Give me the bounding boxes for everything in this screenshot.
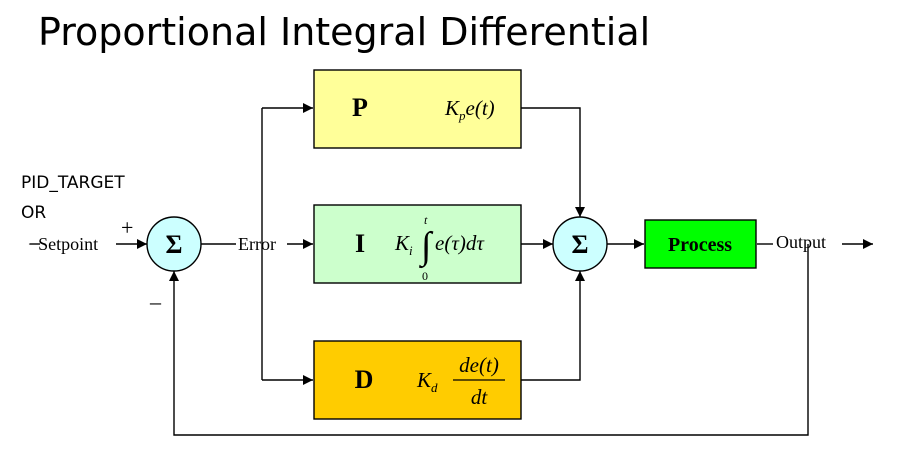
p-formula-sub: p (458, 108, 466, 123)
output-label: Output (776, 232, 826, 252)
integral-sign-glyph: ∫ (419, 225, 434, 269)
d-formula-numerator: de(t) (459, 353, 499, 377)
i-formula-k: Ki (394, 231, 413, 258)
p-formula-k: K (444, 96, 460, 120)
sum-junction-input (146, 216, 202, 272)
d-letter: D (355, 365, 374, 394)
feedback-arrow (169, 244, 809, 436)
plus-sign: + (121, 215, 133, 240)
p-formula-rest: e(t) (466, 96, 495, 120)
d-to-sum2-arrow (521, 271, 585, 381)
p-formula: Kpe(t) (444, 96, 495, 123)
process-block (644, 219, 757, 269)
d-formula-k: Kd (416, 368, 438, 395)
sum-output-symbol: Σ (572, 230, 589, 259)
i-block (313, 204, 522, 284)
integral-upper-limit: t (424, 213, 428, 227)
side-note-line-1: PID_TARGET (21, 173, 125, 193)
d-formula-k-letter: K (416, 368, 432, 392)
setpoint-label: −Setpoint (28, 234, 98, 254)
p-to-sum2-arrow (521, 107, 585, 217)
process-label: Process (668, 234, 732, 256)
d-formula-sub: d (431, 380, 438, 395)
i-formula-sub: i (409, 243, 413, 258)
side-note-line-2: OR (21, 203, 47, 223)
sum-input-symbol: Σ (166, 230, 183, 259)
setpoint-text: Setpoint (38, 234, 98, 254)
setpoint-dash: − (28, 234, 38, 254)
i-formula-rest: e(τ)dτ (435, 231, 485, 255)
p-block (313, 69, 522, 149)
side-note: PID_TARGET OR (21, 168, 125, 228)
d-formula-denominator: dt (471, 385, 489, 409)
i-letter: I (355, 229, 365, 258)
i-formula-k-letter: K (394, 231, 410, 255)
minus-sign: – (149, 289, 162, 314)
integral-lower-limit: 0 (422, 269, 428, 283)
sum-junction-output (552, 216, 608, 272)
p-letter: P (352, 93, 368, 122)
diagram-title: Proportional Integral Differential (38, 10, 651, 54)
error-label: Error (238, 234, 276, 254)
